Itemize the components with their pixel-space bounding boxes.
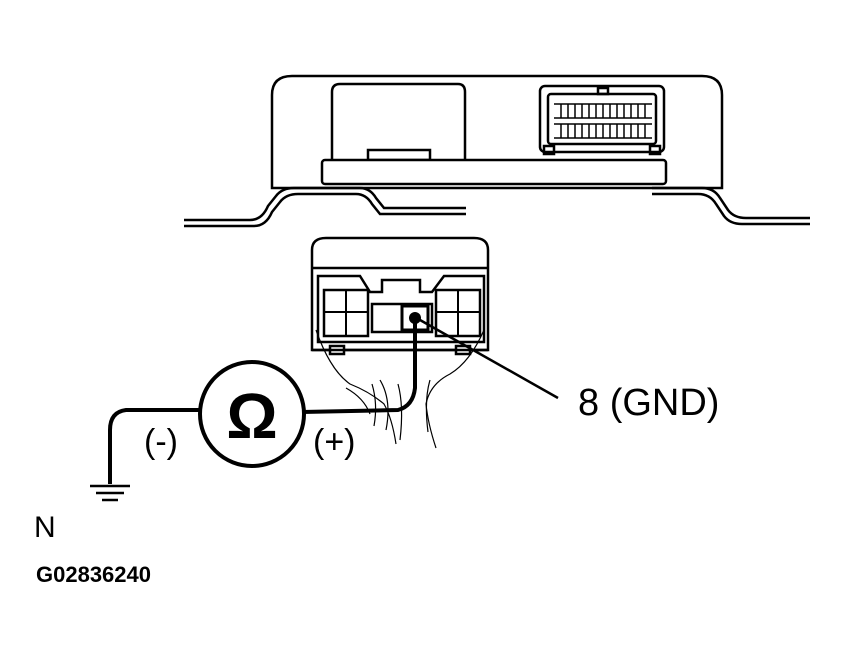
north-label: N [34, 511, 56, 544]
probe-wire-positive [301, 318, 417, 414]
mounting-bracket-right [652, 186, 810, 226]
probe-tip [409, 312, 421, 324]
negative-probe-label: (-) [144, 423, 178, 461]
harness-connector [310, 236, 490, 356]
pin-leader-line [419, 318, 559, 400]
ecu-connector-pins [554, 103, 652, 139]
positive-probe-label: (+) [313, 423, 356, 461]
probe-wire-negative [108, 408, 200, 484]
ground-symbol-icon [90, 484, 130, 502]
pin-8-gnd-label: 8 (GND) [578, 382, 720, 424]
mounting-bracket-left [184, 186, 466, 228]
ecu-unit [270, 74, 724, 190]
ohmmeter-icon: Ω [198, 360, 306, 468]
omega-symbol: Ω [226, 380, 277, 452]
figure-id: G02836240 [36, 562, 151, 587]
